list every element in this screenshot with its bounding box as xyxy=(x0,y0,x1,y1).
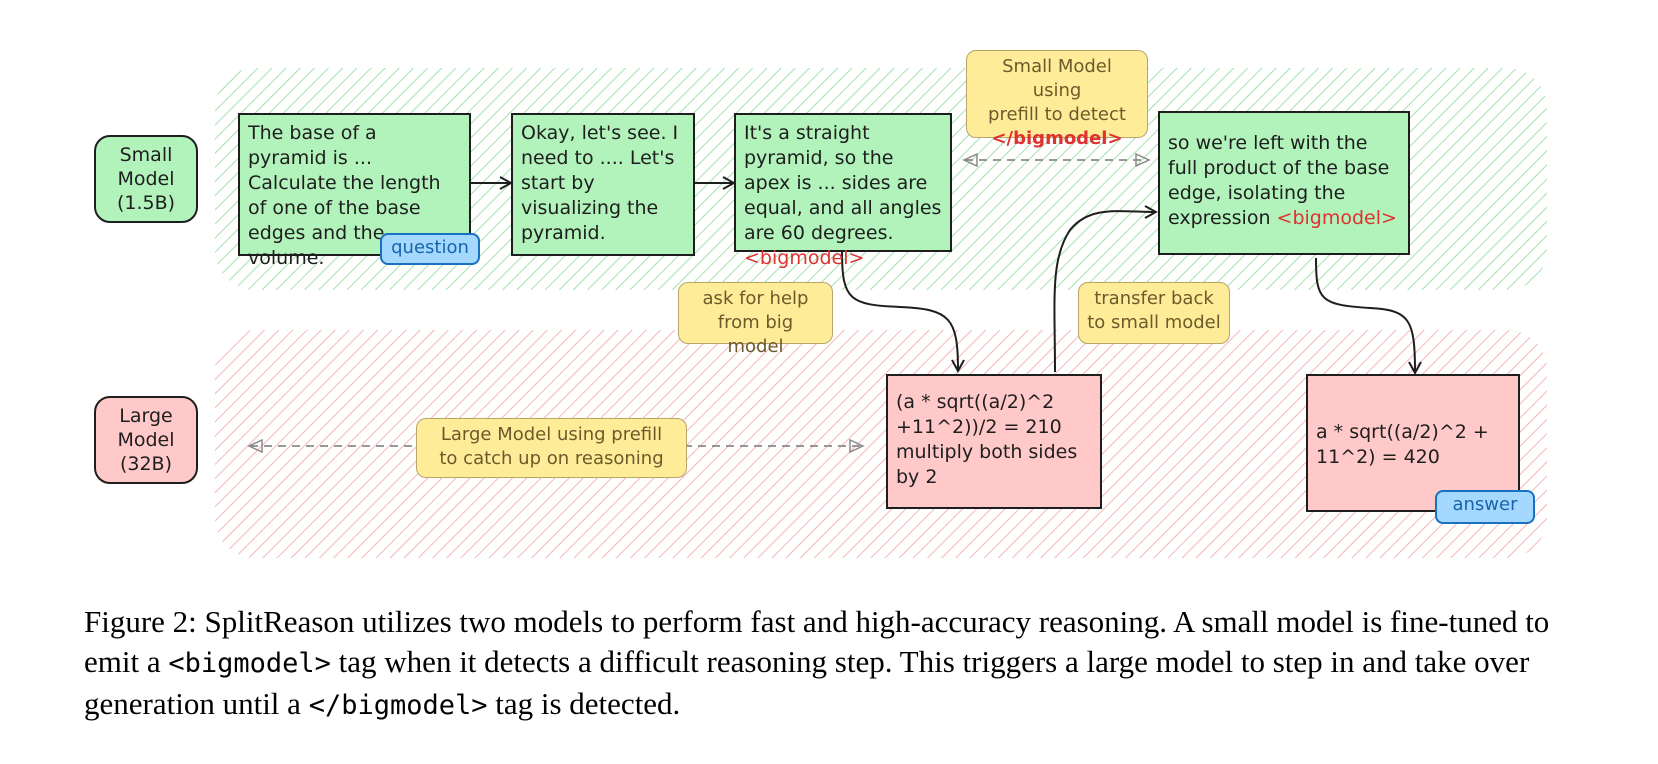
ask-help-line2: from big model xyxy=(717,312,794,357)
question-badge: question xyxy=(380,233,480,265)
catch-up-line1: Large Model using prefill xyxy=(440,424,663,445)
prefill-detect-tag: </bigmodel> xyxy=(991,128,1123,149)
large-model-label-line2: Model xyxy=(117,429,175,451)
transfer-back-note: transfer back to small model xyxy=(1078,282,1230,344)
transfer-back-line2: to small model xyxy=(1087,312,1221,333)
leftwith-box-bigmodel-tag: <bigmodel> xyxy=(1276,207,1397,229)
question-box-text: The base of a pyramid is ... Calculate t… xyxy=(248,122,441,269)
ask-for-help-note: ask for help from big model xyxy=(678,282,833,357)
straight-pyramid-box: It's a straight pyramid, so the apex is … xyxy=(734,113,952,269)
okay-box-text: Okay, let's see. I need to .... Let's st… xyxy=(521,122,679,244)
catch-up-note: Large Model using prefill to catch up on… xyxy=(416,418,687,478)
ask-help-line1: ask for help xyxy=(702,288,809,309)
okay-box: Okay, let's see. I need to .... Let's st… xyxy=(511,113,695,256)
catch-up-line2: to catch up on reasoning xyxy=(439,448,664,469)
question-box: The base of a pyramid is ... Calculate t… xyxy=(238,113,471,269)
prefill-detect-line1: Small Model using xyxy=(1002,56,1112,101)
large-model-lane xyxy=(215,330,1547,558)
figure-caption: Figure 2: SplitReason utilizes two model… xyxy=(84,602,1604,726)
large-answer-box-text: a * sqrt((a/2)^2 + 11^2) = 420 xyxy=(1316,421,1489,468)
arrow-ask-for-help xyxy=(841,251,958,370)
transfer-back-line1: transfer back xyxy=(1094,288,1214,309)
answer-badge: answer xyxy=(1435,490,1535,524)
splitreason-diagram: Small Model (1.5B) Large Model (32B) The… xyxy=(94,50,1547,558)
large-model-label: Large Model (32B) xyxy=(94,396,198,484)
small-model-label-line3: (1.5B) xyxy=(116,192,176,214)
prefill-detect-note: Small Model using prefill to detect </bi… xyxy=(966,50,1148,149)
straight-box-text: It's a straight pyramid, so the apex is … xyxy=(744,122,942,244)
large-answer-box: a * sqrt((a/2)^2 + 11^2) = 420 xyxy=(1306,374,1520,512)
leftwith-box-text: so we're left with the full product of t… xyxy=(1168,132,1390,229)
large-calc-box: (a * sqrt((a/2)^2 +11^2))/2 = 210 multip… xyxy=(886,374,1102,509)
caption-close-bigmodel-tag: </bigmodel> xyxy=(308,690,488,721)
small-model-label: Small Model (1.5B) xyxy=(94,135,198,223)
caption-prefix: Figure 2: SplitReason utilizes two model… xyxy=(84,604,1550,679)
caption-bigmodel-tag: <bigmodel> xyxy=(168,648,331,679)
small-model-label-line1: Small xyxy=(119,144,173,166)
large-calc-box-text: (a * sqrt((a/2)^2 +11^2))/2 = 210 multip… xyxy=(896,391,1078,488)
straight-box-bigmodel-tag: <bigmodel> xyxy=(744,247,865,269)
large-model-label-line1: Large xyxy=(119,405,173,427)
prefill-detect-line2: prefill to detect xyxy=(988,104,1126,125)
caption-suffix: tag is detected. xyxy=(487,686,681,721)
caption-middle: tag when it detects a difficult reasonin… xyxy=(84,644,1530,721)
small-model-label-line2: Model xyxy=(117,168,175,190)
arrow-to-answer xyxy=(1315,257,1415,372)
large-model-label-line3: (32B) xyxy=(119,453,173,475)
left-with-box: so we're left with the full product of t… xyxy=(1158,111,1410,255)
arrow-transfer-back xyxy=(1053,211,1155,373)
